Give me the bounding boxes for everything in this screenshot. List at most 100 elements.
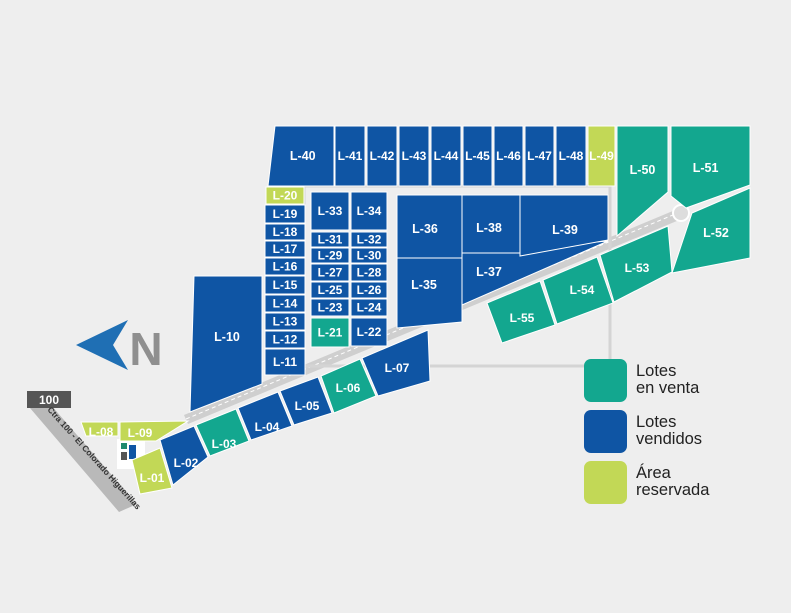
lot-l-44[interactable]: L-44 bbox=[430, 125, 462, 187]
lot-l-26[interactable]: L-26 bbox=[350, 281, 388, 299]
lot-l-46[interactable]: L-46 bbox=[493, 125, 524, 187]
lot-l-34[interactable]: L-34 bbox=[350, 191, 388, 231]
lot-l-37[interactable]: L-37 bbox=[461, 240, 609, 306]
lot-label: L-32 bbox=[357, 233, 382, 247]
lot-shape bbox=[264, 257, 306, 276]
lot-shape bbox=[265, 186, 305, 205]
lot-shape bbox=[159, 425, 209, 486]
lot-l-42[interactable]: L-42 bbox=[366, 125, 398, 187]
lot-label: L-46 bbox=[496, 149, 521, 163]
north-arrow-icon bbox=[76, 320, 128, 370]
lot-l-30[interactable]: L-30 bbox=[350, 247, 388, 264]
lot-label: L-09 bbox=[128, 426, 153, 440]
lot-shape bbox=[350, 281, 388, 299]
lot-label: L-55 bbox=[510, 311, 535, 325]
lot-l-49[interactable]: L-49 bbox=[587, 125, 616, 187]
lot-shape bbox=[366, 125, 398, 187]
lot-shape bbox=[264, 312, 306, 331]
lot-shape bbox=[310, 317, 350, 348]
lot-l-32[interactable]: L-32 bbox=[350, 231, 388, 248]
lot-l-16[interactable]: L-16 bbox=[264, 257, 306, 276]
lot-l-23[interactable]: L-23 bbox=[310, 298, 350, 317]
lot-l-17[interactable]: L-17 bbox=[264, 240, 306, 258]
lot-l-14[interactable]: L-14 bbox=[264, 294, 306, 313]
lot-l-18[interactable]: L-18 bbox=[264, 223, 306, 241]
lot-l-31[interactable]: L-31 bbox=[310, 231, 350, 248]
lot-l-27[interactable]: L-27 bbox=[310, 263, 350, 282]
lot-l-12[interactable]: L-12 bbox=[264, 330, 306, 349]
lot-shape bbox=[396, 257, 463, 329]
lot-label: L-01 bbox=[140, 471, 165, 485]
legend-item-vendido: Lotes vendidos bbox=[584, 407, 784, 455]
lot-l-28[interactable]: L-28 bbox=[350, 263, 388, 282]
lot-l-04[interactable]: L-04 bbox=[237, 391, 293, 441]
lot-l-01[interactable]: L-01 bbox=[131, 447, 173, 495]
lot-shape bbox=[350, 231, 388, 248]
lot-l-11[interactable]: L-11 bbox=[264, 348, 306, 376]
lot-shape bbox=[264, 330, 306, 349]
lots-layer: L-01L-02L-03L-04L-05L-06L-07L-08 L-09 L-10… bbox=[80, 125, 751, 495]
lot-l-50[interactable]: L-50 bbox=[616, 125, 669, 238]
lot-l-25[interactable]: L-25 bbox=[310, 281, 350, 299]
lot-l-43[interactable]: L-43 bbox=[398, 125, 430, 187]
legend: Lotes en venta Lotes vendidos Área reser… bbox=[584, 356, 784, 509]
lot-l-35[interactable]: L-35 bbox=[396, 257, 463, 329]
lot-label: L-44 bbox=[434, 149, 459, 163]
lot-l-53[interactable]: L-53 bbox=[599, 225, 673, 303]
lot-shape bbox=[119, 420, 190, 442]
lot-label: L-34 bbox=[357, 204, 382, 218]
lot-shape bbox=[361, 329, 431, 397]
legend-item-venta: Lotes en venta bbox=[584, 356, 784, 404]
lot-l-07[interactable]: L-07 bbox=[361, 329, 431, 397]
lot-l-20[interactable]: L-20 bbox=[265, 186, 305, 205]
lot-label: L-10 bbox=[214, 330, 240, 344]
lot-l-15[interactable]: L-15 bbox=[264, 275, 306, 295]
legend-swatch-venta bbox=[584, 358, 627, 402]
lot-l-22[interactable]: L-22 bbox=[350, 317, 388, 347]
lot-l-38[interactable]: L-38 bbox=[461, 194, 521, 254]
lot-l-55[interactable]: L-55 bbox=[486, 280, 556, 344]
lot-l-24[interactable]: L-24 bbox=[350, 298, 388, 317]
lot-l-52[interactable]: L-52 bbox=[671, 187, 751, 274]
lot-l-08[interactable]: L-08 bbox=[80, 421, 119, 439]
lot-l-02[interactable]: L-02 bbox=[159, 425, 209, 486]
lot-shape bbox=[334, 125, 366, 187]
lot-label: L-39 bbox=[552, 223, 578, 237]
lot-l-13[interactable]: L-13 bbox=[264, 312, 306, 331]
lot-l-39[interactable]: L-39 bbox=[519, 194, 609, 257]
lot-shape bbox=[493, 125, 524, 187]
lot-l-21[interactable]: L-21 bbox=[310, 317, 350, 348]
lot-l-03[interactable]: L-03 bbox=[195, 408, 250, 457]
lot-label: L-33 bbox=[318, 204, 343, 218]
lot-l-36[interactable]: L-36 bbox=[396, 194, 463, 259]
lot-l-09[interactable]: L-09 bbox=[119, 420, 190, 442]
lot-l-54[interactable]: L-54 bbox=[542, 256, 614, 325]
lot-l-19[interactable]: L-19 bbox=[264, 204, 306, 224]
lot-l-33[interactable]: L-33 bbox=[310, 191, 350, 231]
lot-l-45[interactable]: L-45 bbox=[462, 125, 493, 187]
lot-shape bbox=[430, 125, 462, 187]
lot-label: L-15 bbox=[273, 278, 298, 292]
lot-label: L-45 bbox=[465, 149, 490, 163]
lot-label: L-25 bbox=[318, 283, 343, 297]
lot-label: L-05 bbox=[295, 399, 320, 413]
lot-label: L-12 bbox=[273, 333, 298, 347]
legend-line: Lotes bbox=[636, 413, 677, 431]
lot-l-47[interactable]: L-47 bbox=[524, 125, 555, 187]
lot-label: L-51 bbox=[693, 161, 719, 175]
lot-label: L-31 bbox=[318, 233, 343, 247]
lot-label: L-24 bbox=[357, 301, 382, 315]
lot-l-05[interactable]: L-05 bbox=[279, 376, 333, 426]
lot-shape bbox=[195, 408, 250, 457]
legend-line: Lotes bbox=[636, 362, 677, 380]
lot-l-51[interactable]: L-51 bbox=[670, 125, 751, 209]
lot-l-41[interactable]: L-41 bbox=[334, 125, 366, 187]
lot-l-06[interactable]: L-06 bbox=[320, 358, 377, 414]
lot-shape bbox=[616, 125, 669, 238]
lot-l-10[interactable]: L-10 bbox=[189, 275, 263, 413]
lot-label: L-50 bbox=[630, 163, 656, 177]
lot-l-40[interactable]: L-40 bbox=[267, 125, 335, 187]
legend-line: Área bbox=[636, 464, 671, 482]
lot-l-48[interactable]: L-48 bbox=[555, 125, 587, 187]
lot-l-29[interactable]: L-29 bbox=[310, 247, 350, 264]
